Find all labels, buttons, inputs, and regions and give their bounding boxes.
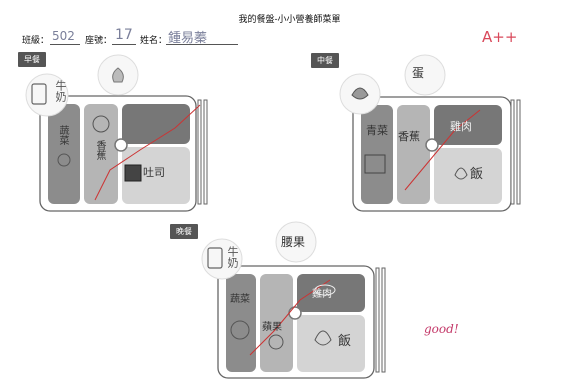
dinner-apple-icon (230, 320, 250, 340)
dinner-item-veg: 蔬菜 (230, 294, 250, 305)
dinner-item-milk: 牛奶 (226, 246, 239, 268)
dinner-item-chicken: 雞肉 (312, 289, 332, 300)
dinner-nut-circle (275, 221, 317, 263)
lunch-veg-icon (364, 154, 386, 174)
lunch-rice-icon (454, 167, 468, 180)
dinner-veg-icon (268, 334, 284, 350)
dinner-fruit-section (297, 315, 365, 372)
class-underline (50, 44, 80, 45)
dinner-rice-icon (314, 330, 332, 346)
lunch-red-mark (404, 109, 481, 191)
dinner-fish-icon (314, 284, 336, 296)
grade-mark: A++ (482, 28, 518, 46)
dinner-item-rice: 飯 (338, 334, 352, 349)
lunch-item-egg: 蛋 (412, 66, 425, 80)
seat-value: 17 (115, 27, 133, 43)
dinner-chopstick (381, 267, 386, 373)
lunch-item-banana: 香蕉 (398, 130, 420, 143)
teacher-comment: good! (424, 322, 459, 336)
breakfast-toast-icon (124, 164, 142, 182)
breakfast-item-veg: 蔬菜 (57, 125, 68, 145)
seat-underline (112, 44, 136, 45)
class-value: 502 (52, 29, 75, 43)
breakfast-red-mark (94, 104, 201, 201)
lunch-item-rice: 飯 (470, 167, 484, 182)
dinner-protein-section (297, 274, 365, 312)
breakfast-nut-icon (112, 67, 124, 83)
name-value: 鍾易蓁 (168, 31, 208, 46)
dinner-center-dot (288, 306, 302, 320)
lunch-center-dot (425, 138, 439, 152)
breakfast-banana-icon (92, 115, 110, 133)
dinner-grain-section (226, 274, 256, 372)
dinner-item-apple: 蘋果 (262, 322, 282, 333)
lunch-plate (339, 54, 521, 212)
breakfast-item-milk: 牛奶 (54, 80, 67, 102)
lunch-chopstick (510, 99, 515, 205)
breakfast-item-toast: 吐司 (143, 166, 165, 179)
breakfast-milk-bottle-icon (31, 83, 47, 105)
breakfast-veg-section (84, 104, 118, 204)
dinner-chopstick (375, 267, 380, 373)
lunch-veg-section (397, 105, 430, 204)
dinner-milk-bottle-icon (207, 247, 223, 269)
breakfast-tag: 早餐 (18, 52, 46, 67)
dinner-tag: 晚餐 (170, 224, 198, 239)
breakfast-veg-icon (57, 153, 71, 167)
lunch-egg-icon (351, 87, 369, 100)
name-underline (166, 44, 238, 45)
breakfast-center-dot (114, 138, 128, 152)
breakfast-fruit-section (122, 147, 190, 204)
lunch-item-greens: 青菜 (366, 124, 388, 137)
dinner-item-nuts: 腰果 (281, 235, 306, 249)
breakfast-chopstick (203, 99, 208, 205)
page-title: 我的餐盤-小小營養師菜單 (238, 15, 341, 25)
dinner-plate (201, 221, 386, 379)
breakfast-item-banana: 香蕉 (94, 140, 105, 160)
lunch-chopstick (516, 99, 521, 205)
breakfast-plate (25, 54, 208, 212)
dinner-veg-section (260, 274, 293, 372)
lunch-tag: 中餐 (311, 53, 339, 68)
breakfast-protein-section (122, 104, 190, 144)
lunch-nut-circle (404, 54, 446, 96)
seat-label: 座號： (85, 36, 113, 46)
lunch-item-chicken: 雞肉 (450, 120, 472, 133)
lunch-fruit-section (434, 148, 502, 204)
class-label: 班級： (22, 36, 50, 46)
breakfast-chopstick (197, 99, 202, 205)
name-label: 姓名： (140, 36, 168, 46)
